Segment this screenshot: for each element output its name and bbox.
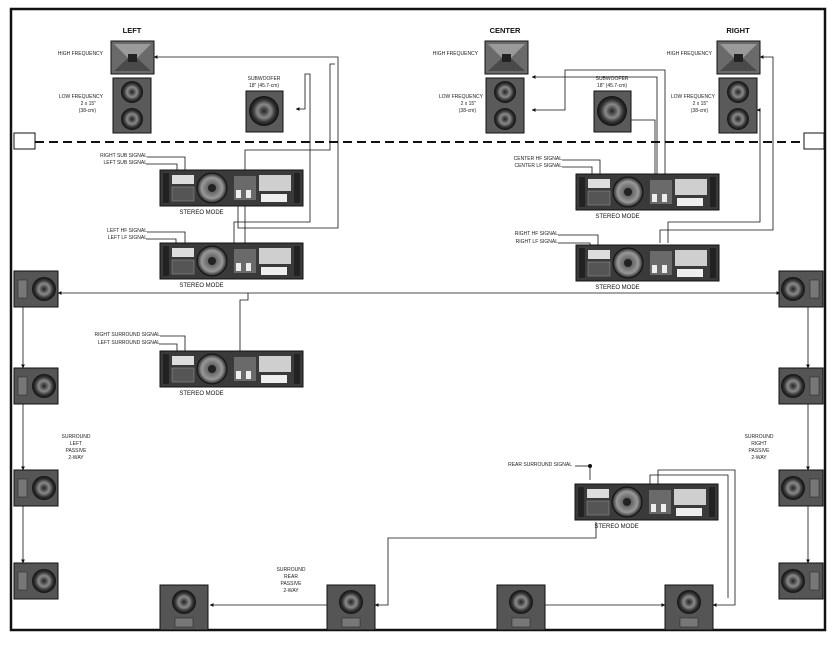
surround-rear-label: SURROUND REAR PASSIVE 2-WAY — [277, 567, 306, 594]
svg-text:PASSIVE: PASSIVE — [748, 448, 770, 454]
amplifier-2-mode-label: STEREO MODE — [179, 283, 223, 289]
right-lf-label-3: (38-cm) — [691, 108, 709, 114]
amplifier-5-signal-label-1: RIGHT HF SIGNAL — [515, 231, 558, 237]
surround-speaker-8 — [778, 562, 824, 600]
svg-text:PASSIVE: PASSIVE — [65, 448, 87, 454]
surround-speaker-4 — [13, 562, 59, 600]
center-lf-label-3: (38-cm) — [459, 108, 477, 114]
amplifier-6: STEREO MODE REAR SURROUND SIGNAL — [508, 462, 719, 530]
room-wall — [9, 7, 827, 632]
wire-center-hf — [531, 75, 658, 174]
surround-speaker-2 — [13, 367, 59, 405]
amplifier-3-signal-label-1: RIGHT SURROUND SIGNAL — [95, 332, 161, 338]
right-hf-label: HIGH FREQUENCY — [667, 51, 713, 57]
amplifier-4-mode-label: STEREO MODE — [595, 214, 639, 220]
amplifier-3-mode-label: STEREO MODE — [179, 391, 223, 397]
surround-speaker-11 — [496, 584, 546, 631]
center-lf-label-2: 2 x 15" — [461, 101, 477, 107]
left-lf-label-3: (38-cm) — [79, 108, 97, 114]
amplifier-5-mode-label: STEREO MODE — [595, 285, 639, 291]
left-lf-label-1: LOW FREQUENCY — [59, 94, 104, 100]
left-sub-label-2: 18" (45.7-cm) — [249, 83, 279, 89]
wire-right-hf — [659, 55, 774, 243]
svg-text:SURROUND: SURROUND — [277, 567, 306, 573]
surround-speaker-9 — [159, 584, 209, 631]
surround-left-label: SURROUND LEFT PASSIVE 2-WAY — [62, 434, 91, 461]
wire-right-lf — [667, 108, 761, 243]
screen-mount-left — [13, 132, 36, 150]
svg-text:2-WAY: 2-WAY — [283, 588, 299, 594]
wire-center-sub — [630, 119, 656, 175]
right-hf-horn — [716, 40, 761, 75]
center-lf-label-1: LOW FREQUENCY — [439, 94, 484, 100]
surround-right-label: SURROUND RIGHT PASSIVE 2-WAY — [745, 434, 774, 461]
svg-text:RIGHT: RIGHT — [751, 441, 767, 447]
right-lf-label-1: LOW FREQUENCY — [671, 94, 716, 100]
svg-text:2-WAY: 2-WAY — [68, 455, 84, 461]
center-lf-cabinet — [485, 77, 525, 134]
left-lf-cabinet — [112, 77, 152, 134]
amplifier-4-signal-label-2: CENTER LF SIGNAL — [514, 163, 562, 169]
svg-text:2-WAY: 2-WAY — [751, 455, 767, 461]
center-subwoofer — [593, 90, 632, 133]
right-lf-label-2: 2 x 15" — [693, 101, 709, 107]
amplifier-1-mode-label: STEREO MODE — [179, 210, 223, 216]
amplifier-2-signal-label-2: LEFT LF SIGNAL — [108, 235, 147, 241]
center-sub-label-1: SUBWOOFER — [596, 76, 629, 82]
surround-speakers — [13, 270, 824, 631]
svg-text:SURROUND: SURROUND — [745, 434, 774, 440]
amplifier-2-signal-label-1: LEFT HF SIGNAL — [107, 228, 147, 234]
surround-speaker-12 — [664, 584, 714, 631]
left-hf-horn — [110, 40, 155, 75]
surround-speaker-7 — [778, 469, 824, 507]
wire-rear-center — [374, 522, 597, 607]
amplifier-1-signal-label-2: LEFT SUB SIGNAL — [103, 160, 147, 166]
center-stack-heading: CENTER — [490, 26, 521, 35]
surround-speaker-6 — [778, 367, 824, 405]
wire-center-lf — [531, 69, 666, 180]
center-sub-label-2: 18" (45.7-cm) — [597, 83, 627, 89]
amplifier-6-mode-label: STEREO MODE — [594, 524, 638, 530]
amplifier-4-signal-label-1: CENTER HF SIGNAL — [514, 156, 563, 162]
surround-speaker-5 — [778, 270, 824, 308]
left-lf-label-2: 2 x 15" — [81, 101, 97, 107]
svg-text:PASSIVE: PASSIVE — [280, 581, 302, 587]
wire-left-hf — [153, 55, 339, 229]
center-hf-horn — [484, 40, 529, 75]
right-stack-heading: RIGHT — [726, 26, 750, 35]
svg-text:SURROUND: SURROUND — [62, 434, 91, 440]
surround-speaker-3 — [13, 469, 59, 507]
right-lf-cabinet — [718, 77, 758, 134]
svg-text:REAR: REAR — [284, 574, 298, 580]
wire-surround-feed — [239, 293, 249, 352]
surround-speaker-1 — [13, 270, 59, 308]
amplifier-5-signal-label-2: RIGHT LF SIGNAL — [516, 239, 559, 245]
left-stack-heading: LEFT — [123, 26, 142, 35]
amplifier-1-signal-label-1: RIGHT SUB SIGNAL — [100, 153, 147, 159]
left-subwoofer — [245, 90, 284, 133]
screen-mount-right — [803, 132, 825, 150]
amplifier-3: STEREO MODE RIGHT SURROUND SIGNAL LEFT SUR… — [95, 332, 304, 397]
surround-speaker-10 — [326, 584, 376, 631]
amplifier-3-signal-label-2: LEFT SURROUND SIGNAL — [98, 340, 160, 346]
left-sub-label-1: SUBWOOFER — [248, 76, 281, 82]
wiring — [21, 55, 810, 607]
amplifier-6-signal-label-1: REAR SURROUND SIGNAL — [508, 462, 572, 468]
wire-left-sub — [233, 73, 311, 243]
left-hf-label: HIGH FREQUENCY — [58, 51, 104, 57]
center-hf-label: HIGH FREQUENCY — [433, 51, 479, 57]
svg-text:LEFT: LEFT — [70, 441, 82, 447]
amplifier-5: STEREO MODE RIGHT HF SIGNAL RIGHT LF SIGNA… — [515, 231, 720, 291]
